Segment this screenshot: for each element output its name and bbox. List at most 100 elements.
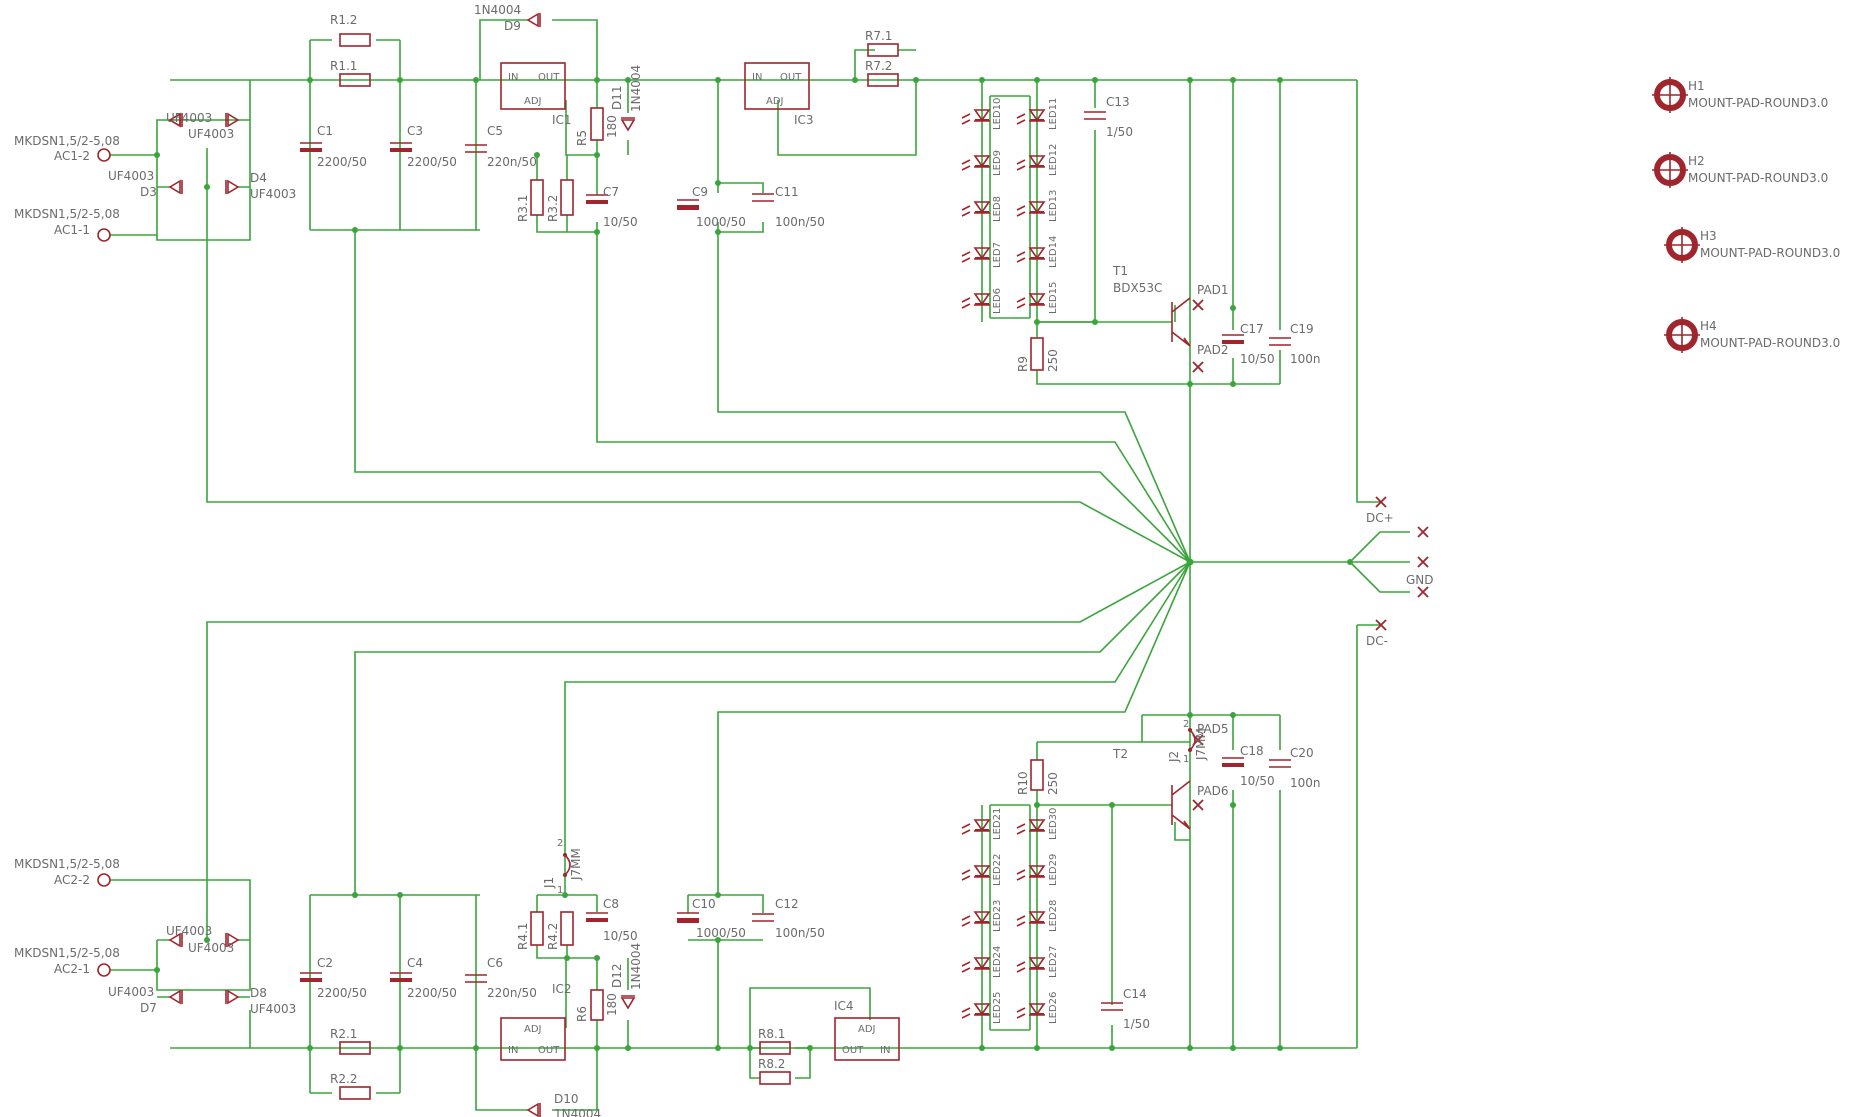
d2-type: UF4003 [188,127,234,141]
ac2-2-label: AC2-2 [54,873,90,887]
c18-label: C18 [1240,744,1264,758]
r4-1-label: R4.1 [516,923,530,950]
ic3-out: OUT [780,72,802,83]
d1-type: UF4003 [166,111,212,125]
led-bot-right-3: LED27 [1048,946,1059,978]
d9-type: 1N4004 [474,3,521,17]
c13-value: 1/50 [1106,125,1133,139]
c4-label: C4 [407,956,423,970]
led-diode-marks [961,109,1046,1019]
j2-label: J2 [1167,751,1181,763]
c7-value: 10/50 [603,215,638,229]
ic1-adj: ADJ [524,96,542,107]
c1-value: 2200/50 [317,155,367,169]
led-top-left-3: LED7 [992,242,1003,268]
c12-value: 100n/50 [775,926,825,940]
led-top-left-1: LED9 [992,150,1003,176]
component-labels: MKDSN1,5/2-5,08 AC1-2 MKDSN1,5/2-5,08 AC… [14,3,1840,1117]
led-symbol-1-1-2 [1016,911,1046,927]
led-top-right-2: LED13 [1048,190,1059,222]
ac1-1-label: AC1-1 [54,223,90,237]
ic1-out: OUT [538,72,560,83]
j2-type: J7MM [1194,728,1208,761]
c4-value: 2200/50 [407,986,457,1000]
led-symbol-0-0-0 [961,109,991,125]
h4-label: H4 [1700,319,1717,333]
d6-type: UF4003 [188,941,234,955]
d10-type: 1N4004 [554,1107,601,1117]
d5-type: UF4003 [166,924,212,938]
r10-value: 250 [1046,772,1060,795]
d12-type: 1N4004 [629,943,643,990]
c19-value: 100n [1290,352,1321,366]
ic4-out: OUT [842,1045,864,1056]
r9-label: R9 [1016,356,1030,372]
c7-label: C7 [603,185,619,199]
ic4-in: IN [880,1045,890,1056]
d10-label: D10 [554,1092,579,1106]
led-top-left-2: LED8 [992,196,1003,222]
led-symbol-1-0-4 [961,1003,991,1019]
led-labels: LED10 LED9 LED8 LED7 LED6 LED11 LED12 LE… [992,98,1059,1024]
j2-pin1: 1 [1183,754,1189,765]
j1-pin1: 1 [557,885,563,896]
pad1-label: PAD1 [1197,283,1229,297]
led-bot-left-1: LED22 [992,854,1003,886]
h2-label: H2 [1688,154,1705,168]
led-top-left-4: LED6 [992,288,1003,314]
conn3-type: MKDSN1,5/2-5,08 [14,857,120,871]
led-top-right-0: LED11 [1048,98,1059,130]
ac2-1-label: AC2-1 [54,962,90,976]
ic4-label: IC4 [834,999,854,1013]
led-symbol-0-0-2 [961,201,991,217]
ic3-adj: ADJ [766,96,784,107]
r7-2-label: R7.2 [865,59,892,73]
led-bot-right-0: LED30 [1048,808,1059,840]
r8-1-label: R8.1 [758,1027,785,1041]
c9-label: C9 [692,185,708,199]
c19-label: C19 [1290,322,1314,336]
led-top-right-3: LED14 [1048,236,1059,268]
c6-value: 220n/50 [487,986,537,1000]
dc-plus-label: DC+ [1366,511,1394,525]
d9-label: D9 [504,19,521,33]
d3-type: UF4003 [108,169,154,183]
led-top-left-0: LED10 [992,98,1003,130]
ic2-in: IN [508,1045,518,1056]
led-symbol-0-1-3 [1016,247,1046,263]
d7-type: UF4003 [108,985,154,999]
mount-pads-group [1652,77,1700,353]
t1-label: T1 [1112,264,1128,278]
c14-label: C14 [1123,987,1147,1001]
j2-pin2: 2 [1183,719,1189,730]
c20-label: C20 [1290,746,1314,760]
r2-1-label: R2.1 [330,1027,357,1041]
r6-label: R6 [575,1006,589,1022]
led-symbol-0-1-4 [1016,293,1046,309]
d8-type: UF4003 [250,1002,296,1016]
c3-value: 2200/50 [407,155,457,169]
led-symbol-1-0-2 [961,911,991,927]
c8-label: C8 [603,897,619,911]
led-bot-left-3: LED24 [992,946,1003,978]
c20-value: 100n [1290,776,1321,790]
c8-value: 10/50 [603,929,638,943]
t1-type: BDX53C [1113,281,1162,295]
ic3-in: IN [752,72,762,83]
h3-label: H3 [1700,229,1717,243]
h1-label: H1 [1688,79,1705,93]
r8-2-label: R8.2 [758,1057,785,1071]
r1-2-label: R1.2 [330,13,357,27]
t2-label: T2 [1112,747,1128,761]
led-top-right-1: LED12 [1048,144,1059,176]
led-symbol-1-0-0 [961,819,991,835]
h3-type: MOUNT-PAD-ROUND3.0 [1700,246,1840,260]
c17-label: C17 [1240,322,1264,336]
r6-value: 180 [605,993,619,1016]
c9-value: 1000/50 [696,215,746,229]
r2-2-label: R2.2 [330,1072,357,1086]
r9-value: 250 [1046,349,1060,372]
r7-1-label: R7.1 [865,29,892,43]
ic3-label: IC3 [794,113,814,127]
net-wires [110,19,1410,1111]
